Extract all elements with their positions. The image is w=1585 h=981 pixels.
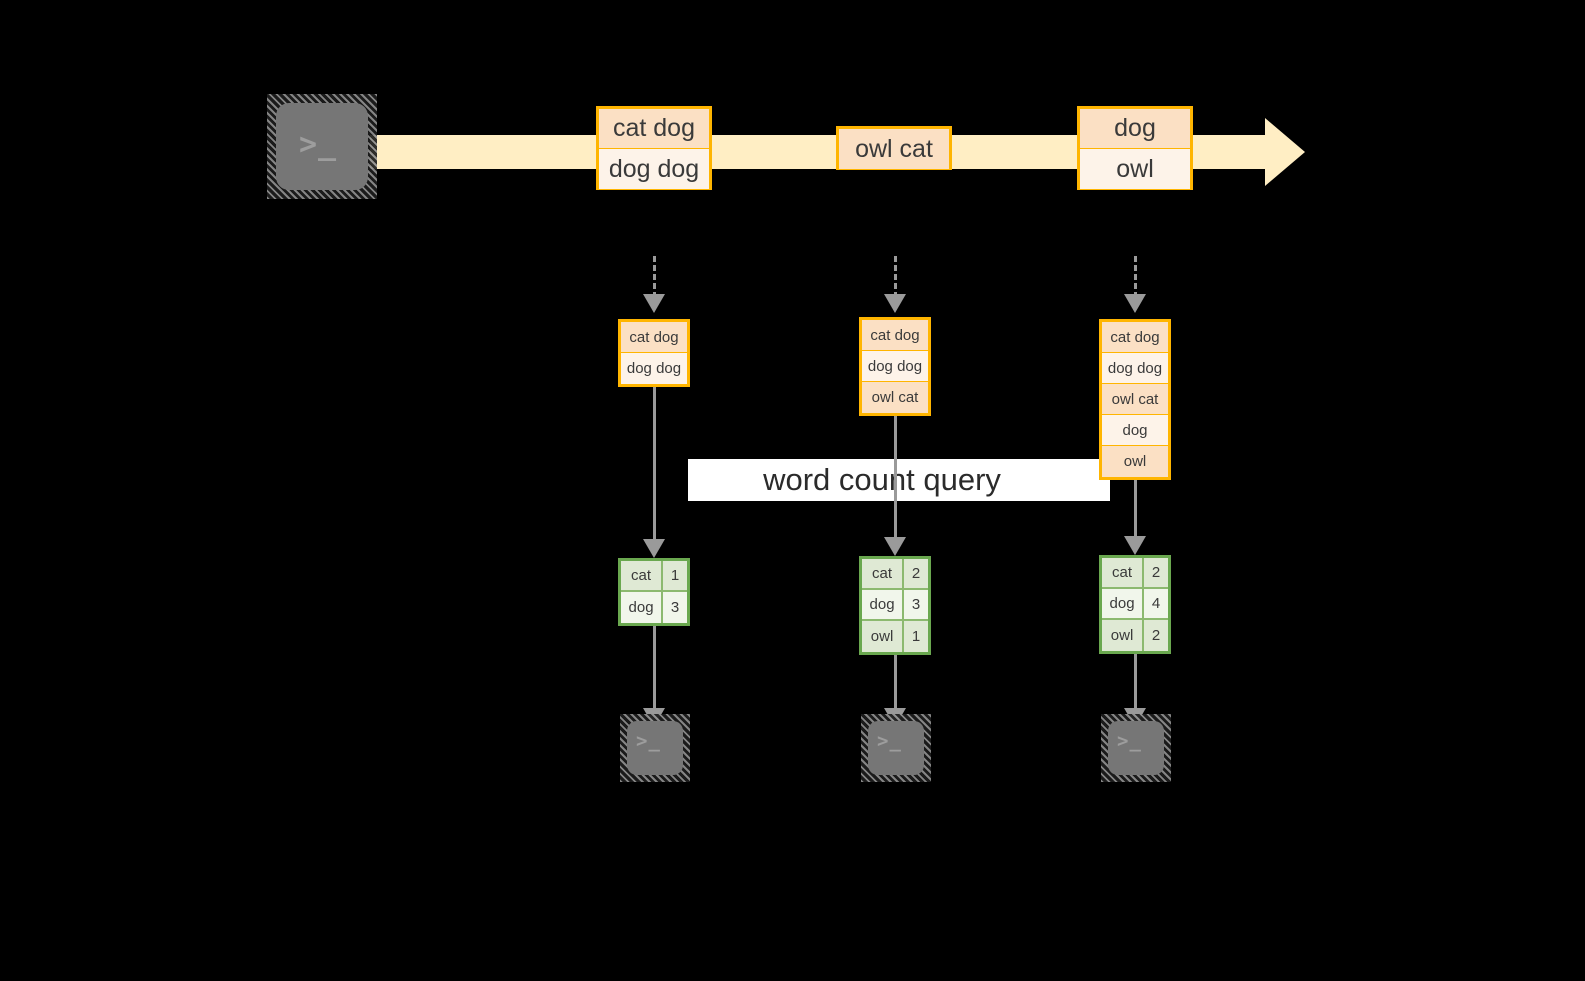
word-count-query-banner: word count query (688, 459, 1110, 501)
stream-to-snapshot-connector-1 (653, 256, 656, 298)
snapshot-2-to-sink-connector (894, 655, 897, 712)
stream-record-line: owl (1080, 149, 1190, 189)
result-word: cat (862, 559, 905, 588)
snapshot-input-line: dog dog (1102, 353, 1168, 384)
table-row: owl 2 (1102, 620, 1168, 651)
event-stream-arrowhead (1265, 118, 1305, 186)
stream-to-snapshot-arrowhead-2 (884, 294, 906, 313)
result-word: owl (1102, 620, 1145, 651)
stream-to-snapshot-arrowhead-1 (643, 294, 665, 313)
terminal-prompt-glyph: >_ (299, 127, 338, 162)
snapshot-3-to-result-connector (1134, 480, 1137, 540)
stream-record-line: dog (1080, 109, 1190, 149)
snapshot-input-line: owl cat (1102, 384, 1168, 415)
snapshot-2-result-table[interactable]: cat 2 dog 3 owl 1 (859, 556, 931, 655)
snapshot-1-sink-terminal-icon[interactable]: >_ (620, 714, 690, 782)
terminal-prompt-glyph: >_ (1117, 730, 1142, 752)
stream-record-2[interactable]: owl cat (836, 126, 952, 170)
snapshot-2-to-result-connector (894, 416, 897, 541)
snapshot-3-to-sink-connector (1134, 654, 1137, 712)
result-word: owl (862, 621, 905, 652)
snapshot-2-input-box[interactable]: cat dog dog dog owl cat (859, 317, 931, 416)
snapshot-input-line: owl (1102, 446, 1168, 477)
snapshot-3-sink-terminal-icon[interactable]: >_ (1101, 714, 1171, 782)
result-count: 2 (1144, 620, 1168, 651)
terminal-face (276, 103, 368, 190)
snapshot-input-line: cat dog (1102, 322, 1168, 353)
result-word: cat (621, 561, 664, 590)
snapshot-3-input-box[interactable]: cat dog dog dog owl cat dog owl (1099, 319, 1171, 480)
stream-record-1[interactable]: cat dog dog dog (596, 106, 712, 190)
snapshot-1-to-sink-connector (653, 626, 656, 712)
snapshot-input-line: cat dog (862, 320, 928, 351)
snapshot-2-to-result-arrowhead (884, 537, 906, 556)
result-count: 3 (663, 592, 687, 623)
terminal-face (627, 721, 683, 775)
result-count: 3 (904, 590, 928, 619)
stream-record-line: owl cat (839, 129, 949, 169)
snapshot-input-line: dog dog (862, 351, 928, 382)
result-word: dog (862, 590, 905, 619)
banner-label: word count query (763, 462, 1001, 497)
snapshot-1-to-result-arrowhead (643, 539, 665, 558)
source-terminal-icon[interactable]: >_ (267, 94, 377, 199)
terminal-prompt-glyph: >_ (877, 730, 902, 752)
result-word: cat (1102, 558, 1145, 587)
terminal-face (1108, 721, 1164, 775)
snapshot-3-result-table[interactable]: cat 2 dog 4 owl 2 (1099, 555, 1171, 654)
result-word: dog (621, 592, 664, 623)
stream-to-snapshot-connector-2 (894, 256, 897, 298)
snapshot-input-line: cat dog (621, 322, 687, 353)
table-row: dog 3 (621, 592, 687, 623)
stream-record-3[interactable]: dog owl (1077, 106, 1193, 190)
result-count: 2 (1144, 558, 1168, 587)
table-row: owl 1 (862, 621, 928, 652)
table-row: dog 3 (862, 590, 928, 621)
table-row: dog 4 (1102, 589, 1168, 620)
result-count: 1 (904, 621, 928, 652)
snapshot-input-line: owl cat (862, 382, 928, 413)
table-row: cat 2 (1102, 558, 1168, 589)
snapshot-1-result-table[interactable]: cat 1 dog 3 (618, 558, 690, 626)
table-row: cat 1 (621, 561, 687, 592)
result-count: 2 (904, 559, 928, 588)
table-row: cat 2 (862, 559, 928, 590)
stream-to-snapshot-connector-3 (1134, 256, 1137, 298)
snapshot-1-input-box[interactable]: cat dog dog dog (618, 319, 690, 387)
stream-to-snapshot-arrowhead-3 (1124, 294, 1146, 313)
stream-record-line: dog dog (599, 149, 709, 189)
snapshot-input-line: dog (1102, 415, 1168, 446)
snapshot-3-to-result-arrowhead (1124, 536, 1146, 555)
terminal-prompt-glyph: >_ (636, 730, 661, 752)
snapshot-1-to-result-connector (653, 387, 656, 543)
stream-record-line: cat dog (599, 109, 709, 149)
result-word: dog (1102, 589, 1145, 618)
snapshot-input-line: dog dog (621, 353, 687, 384)
terminal-face (868, 721, 924, 775)
result-count: 1 (663, 561, 687, 590)
snapshot-2-sink-terminal-icon[interactable]: >_ (861, 714, 931, 782)
result-count: 4 (1144, 589, 1168, 618)
